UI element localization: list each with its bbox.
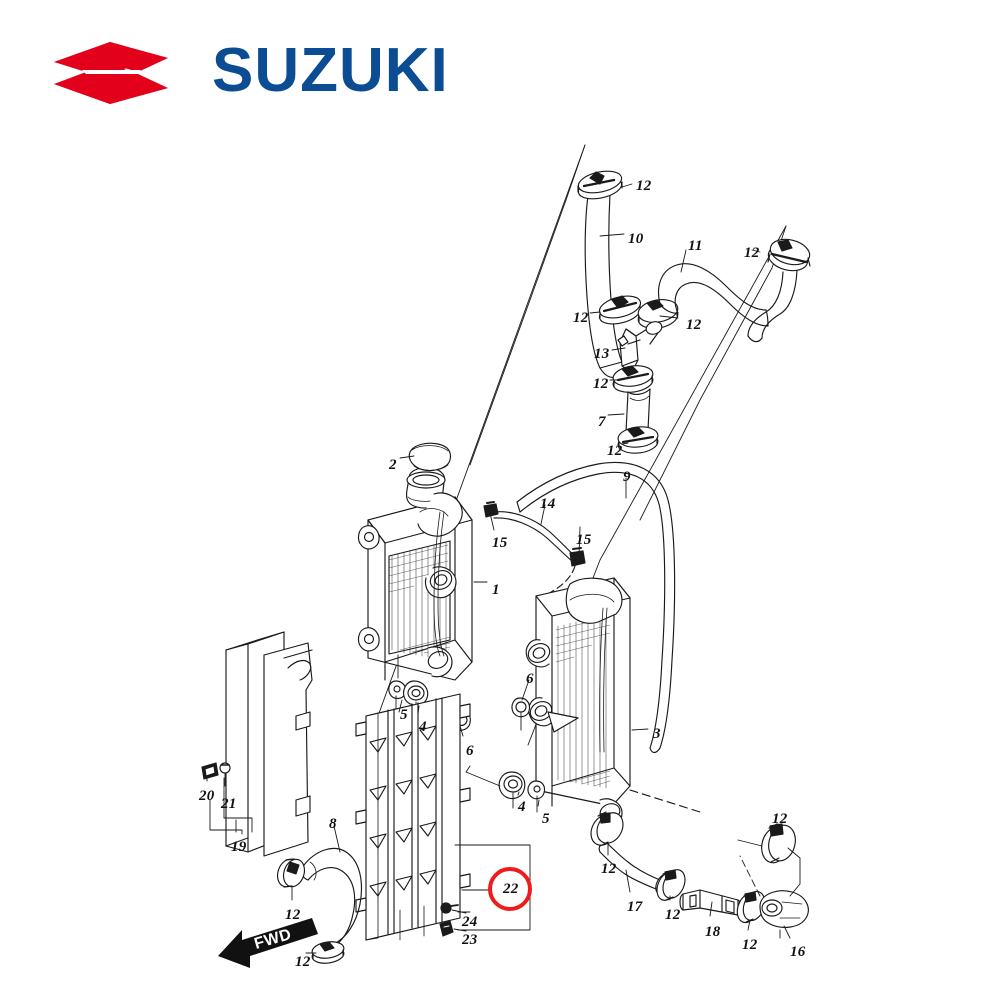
leader-19	[209, 789, 253, 835]
clamp-12-hose8-top	[276, 858, 306, 888]
callout-leaders	[206, 183, 791, 954]
joint-13	[617, 321, 663, 373]
clip-15-right	[569, 547, 586, 567]
part-21	[219, 762, 231, 787]
suzuki-brand-logo: SUZUKI	[52, 36, 522, 114]
callout-24: 24	[462, 914, 478, 930]
callout-13: 13	[594, 346, 610, 362]
callout-12: 12	[636, 178, 652, 194]
callout-12: 12	[772, 811, 788, 827]
callout-8: 8	[329, 816, 337, 832]
fastener-23	[439, 920, 454, 937]
suzuki-s-logo-icon	[54, 42, 168, 104]
callout-4: 4	[518, 799, 526, 815]
callout-7: 7	[598, 414, 606, 430]
callout-4: 4	[419, 719, 427, 735]
callout-5: 5	[542, 811, 550, 827]
callout-12: 12	[686, 317, 702, 333]
louver-22	[355, 693, 471, 941]
clamp-12-upper-right	[767, 238, 811, 272]
union-16	[759, 890, 809, 939]
callout-12: 12	[601, 861, 617, 877]
callout-17: 17	[627, 899, 643, 915]
callout-19: 19	[231, 839, 247, 855]
callout-2: 2	[389, 457, 397, 473]
callout-12: 12	[285, 907, 301, 923]
callout-12: 12	[665, 907, 681, 923]
guard-19	[225, 631, 313, 857]
callout-21: 21	[221, 796, 237, 812]
highlight-ring-part-22[interactable]	[488, 867, 532, 911]
clamp-12-hose8-bottom	[311, 941, 345, 964]
callout-12: 12	[607, 443, 623, 459]
callout-14: 14	[540, 496, 556, 512]
callout-12: 12	[593, 376, 609, 392]
callout-15: 15	[492, 535, 508, 551]
clamp-12-pipe17-end	[656, 869, 686, 901]
callout-6: 6	[466, 743, 474, 759]
clamp-12-left-joint	[598, 295, 642, 325]
clamp-12-pipe17-top	[590, 811, 624, 847]
callout-12: 12	[295, 954, 311, 970]
hose-14	[493, 511, 577, 563]
part-20	[201, 762, 219, 780]
callout-23: 23	[462, 932, 478, 948]
callout-5: 5	[400, 707, 408, 723]
callout-6: 6	[526, 671, 534, 687]
clamp-12-pipe18-end	[736, 890, 766, 924]
brand-name-text: SUZUKI	[212, 36, 449, 105]
clamp-12-bottom-hose7	[617, 426, 659, 454]
radiator-cap-2	[408, 442, 452, 472]
clamp-12-top-hose10	[577, 170, 623, 200]
callout-3: 3	[653, 726, 661, 742]
callout-10: 10	[628, 231, 644, 247]
callout-11: 11	[688, 238, 703, 254]
callout-16: 16	[790, 944, 806, 960]
callout-18: 18	[705, 924, 721, 940]
clip-15-left	[483, 501, 499, 518]
callout-20: 20	[199, 788, 215, 804]
hose-9	[516, 461, 676, 754]
radiator-1	[357, 466, 473, 681]
suzuki-wordmark: SUZUKI	[212, 36, 449, 105]
clamp-12-below-joint	[612, 365, 654, 393]
callout-9: 9	[623, 469, 631, 485]
fwd-direction-arrow: FWD	[218, 918, 318, 968]
callout-12: 12	[744, 245, 760, 261]
callout-15: 15	[576, 532, 592, 548]
callout-12: 12	[742, 937, 758, 953]
fwd-label: FWD	[252, 926, 293, 953]
callout-1: 1	[492, 582, 500, 598]
mount-hardware-right	[465, 697, 546, 813]
hose-upper-right	[747, 269, 798, 343]
clamp-12-union	[737, 823, 801, 897]
fastener-24	[440, 902, 459, 914]
callout-22[interactable]: 22	[503, 881, 519, 897]
callout-12: 12	[573, 310, 589, 326]
